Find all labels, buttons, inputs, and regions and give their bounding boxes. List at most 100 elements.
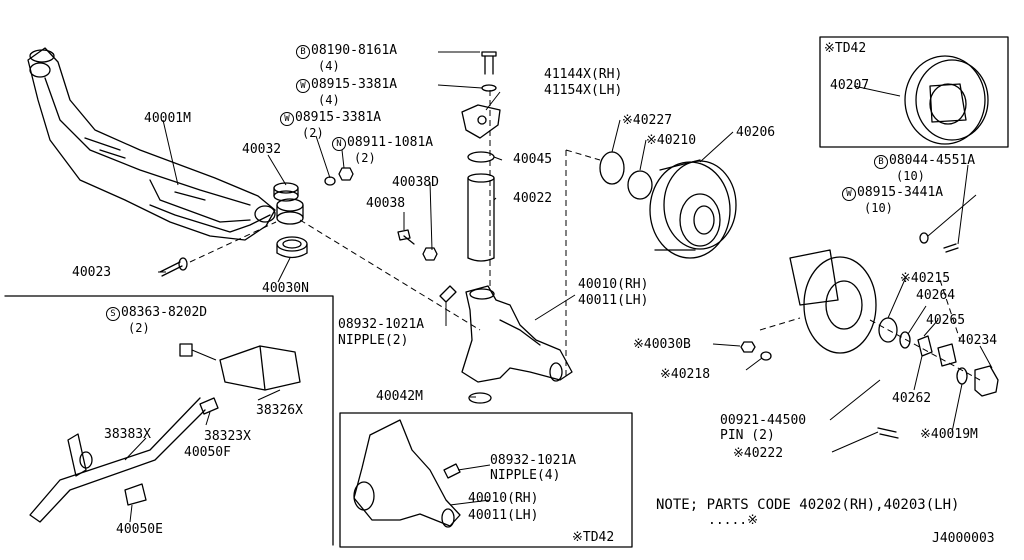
washer-40218-part[interactable] [760,351,772,361]
label-40206: 40206 [736,125,776,140]
label-40207: 40207 [830,78,870,93]
part-code: 08915-3441A [857,185,944,200]
bolt-08044-part[interactable] [943,243,959,253]
washer-08915-3381a-part[interactable] [324,176,336,186]
label-40038: 40038 [366,196,406,211]
td42-steering-knuckle-part[interactable] [353,419,461,528]
washer-symbol-icon: W [842,187,856,201]
brake-disc-part[interactable] [904,55,989,145]
part-qty: (4) [318,93,340,107]
label-40210: ※40210 [646,133,697,148]
washer-40264-part[interactable] [899,331,911,349]
leader-lines [124,51,993,523]
label-40030n: 40030N [262,281,309,296]
bearing-40227-part[interactable] [599,151,625,185]
td42-grease-nipple-part[interactable] [443,463,461,479]
lower-left-inset-frame [4,295,334,546]
label-40218: ※40218 [660,367,711,382]
nut-symbol-icon: N [332,137,346,151]
screw-symbol-icon: S [106,307,120,321]
washer-08915-3441a-part[interactable] [919,232,929,244]
label-pin-qty: PIN (2) [720,428,775,443]
label-40262: 40262 [892,391,932,406]
label-40045: 40045 [513,152,553,167]
label-38326x: 38326X [256,403,303,418]
wheel-stud-40222-part[interactable] [877,427,899,439]
label-40030b: ※40030B [633,337,691,352]
label-nipple-code-td42: 08932-1021A [490,453,577,468]
brake-hose-part[interactable] [29,397,206,523]
label-40265: 40265 [926,313,966,328]
part-qty: (10) [896,169,925,183]
top-washer-part[interactable] [481,84,497,92]
clip-40050e-part[interactable] [124,483,147,506]
label-40234: 40234 [958,333,998,348]
nut-40265-part[interactable] [937,343,957,367]
hub-cap-40234-part[interactable] [974,365,999,397]
td42-bottom-inset-frame [339,412,633,548]
label-41154x: 41154X(LH) [544,83,623,98]
part-qty: (10) [864,201,893,215]
screw-08363-part[interactable] [179,343,193,357]
axle-beam-part[interactable] [27,47,276,241]
wheel-hub-part[interactable] [789,249,877,354]
note-parts-code: NOTE; PARTS CODE 40202(RH),40203(LH) [656,497,960,513]
label-40011-lh-td42: 40011(LH) [468,508,539,523]
part-code: 08190-8161A [311,43,398,58]
washer-symbol-icon: W [296,79,310,93]
bushing-40032-part[interactable] [273,182,299,202]
label-38383x: 38383X [104,427,151,442]
label-40022: 40022 [513,191,553,206]
label-nipple-qty-td42: NIPPLE(4) [490,468,561,483]
label-40050e: 40050E [116,522,163,537]
label-40227: ※40227 [622,113,673,128]
kingpin-cap-plate-part[interactable] [461,104,501,139]
bolt-symbol-icon: B [874,155,888,169]
part-qty: (2) [354,151,376,165]
label-40264: 40264 [916,288,956,303]
bolt-40038-part[interactable] [397,229,415,245]
part-qty: (2) [128,321,150,335]
grease-nipple-part[interactable] [439,285,457,303]
label-40001m: 40001M [144,111,191,126]
label-nipple-qty: NIPPLE(2) [338,333,409,348]
lock-nut-40262-part[interactable] [917,335,933,357]
td42-top-inset-frame [819,36,1009,148]
label-40011-lh: 40011(LH) [578,293,649,308]
diagram-id: J4000003 [932,531,995,546]
note-symbol-legend: .....※ [708,513,759,528]
brake-drum-part[interactable] [649,159,737,259]
bearing-40030n-part[interactable] [276,236,308,259]
part-code: 08915-3381A [311,77,398,92]
bearing-40210-part[interactable] [627,170,653,200]
kingpin-part[interactable] [467,173,495,262]
bolt-40023-part[interactable] [159,257,188,277]
part-code: 08363-8202D [121,305,208,320]
bracket-38326x-part[interactable] [219,345,301,391]
nut-40030b-part[interactable] [740,341,756,353]
nut-08911-part[interactable] [338,167,354,181]
connector-38323x-part[interactable] [199,397,219,415]
bolt-symbol-icon: B [296,45,310,59]
part-qty: (4) [318,59,340,73]
part-qty: (2) [302,126,324,140]
top-bolt-part[interactable] [481,51,497,75]
washer-symbol-icon: W [280,112,294,126]
label-40010-rh-td42: 40010(RH) [468,491,539,506]
label-40222: ※40222 [733,446,784,461]
bushing-stack-part[interactable] [276,198,304,225]
label-40050f: 40050F [184,445,231,460]
steering-knuckle-part[interactable] [461,285,573,383]
label-pin-code: 00921-44500 [720,413,807,428]
part-code: 08044-4551A [889,153,976,168]
nut-40038d-part[interactable] [422,247,438,261]
seal-40042m-part[interactable] [468,392,492,404]
